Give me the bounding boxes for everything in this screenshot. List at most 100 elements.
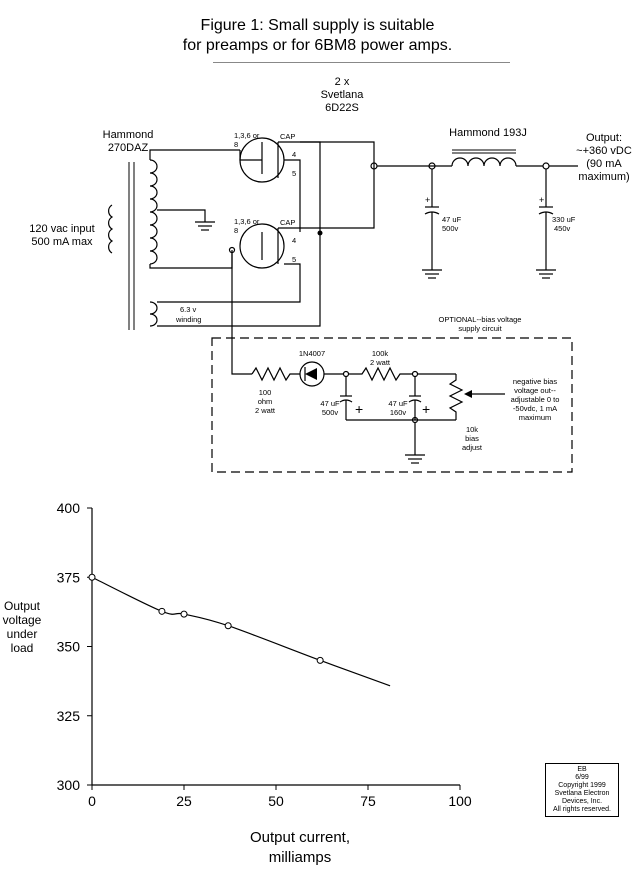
- bias-title-2: supply circuit: [458, 324, 502, 333]
- tube-2-pin5: 5: [292, 255, 296, 264]
- bias-circuit-box: [211, 337, 573, 473]
- x-tick-label: 100: [448, 793, 472, 809]
- wire-bplus-top: [300, 141, 375, 166]
- copyright-line-5: Devices, Inc.: [561, 798, 603, 805]
- copyright-line-1: EB: [577, 766, 587, 773]
- tube-1-cap-label: CAP: [280, 132, 295, 141]
- output-label-3: (90 mA: [586, 158, 622, 170]
- tube-1-pin5: 5: [292, 169, 296, 178]
- input-label-1: 120 vac input: [29, 223, 94, 235]
- diode-label: 1N4007: [299, 349, 325, 358]
- wire-secondary-bottom: [149, 250, 233, 269]
- tube-2-pin4: 4: [292, 236, 296, 245]
- diode-symbol: [305, 368, 317, 380]
- y-tick-label: 375: [57, 569, 81, 585]
- r2-label-1: 100k: [372, 349, 389, 358]
- pot-label-1: 10k: [466, 425, 478, 434]
- data-point: [180, 610, 188, 618]
- copyright-line-4: Svetlana Electron: [554, 790, 610, 797]
- x-tick-label: 50: [268, 793, 284, 809]
- transformer-model: 270DAZ: [108, 142, 149, 154]
- cap4-plus: +: [422, 401, 430, 417]
- output-label-2: ~+360 vDC: [576, 145, 632, 157]
- choke-label: Hammond 193J: [449, 127, 527, 139]
- x-axis-label-1: Output current,: [250, 829, 350, 846]
- wire-center-tap: [157, 209, 206, 222]
- cap2-plus: +: [539, 195, 544, 205]
- cap2-value: 330 uF: [552, 215, 576, 224]
- r1-label-3: 2 watt: [255, 406, 276, 415]
- r1-label-2: ohm: [258, 397, 273, 406]
- cap1-plus: +: [425, 195, 430, 205]
- tube-1-pin-label-2: 8: [234, 140, 238, 149]
- tube-2-pin-label-2: 8: [234, 226, 238, 235]
- y-tick-label: 300: [57, 777, 81, 793]
- wire-secondary-top: [149, 149, 240, 160]
- tube-2-cap-label: CAP: [280, 218, 295, 227]
- tube-2-pin-label-1: 1,3,6 or: [234, 217, 260, 226]
- r1-label-1: 100: [259, 388, 272, 397]
- tube-2: [239, 223, 285, 269]
- title-line-1: Figure 1: Small supply is suitable: [200, 17, 435, 34]
- choke-coil: [451, 157, 517, 167]
- title-underline: [213, 62, 510, 63]
- wire-bplus-bottom: [320, 166, 375, 229]
- copyright-box: EB 6/99 Copyright 1999 Svetlana Electron…: [545, 763, 619, 817]
- bias-out-5: maximum: [519, 413, 552, 422]
- cap2-voltage: 450v: [554, 224, 571, 233]
- bias-out-2: voltage out--: [514, 386, 556, 395]
- tube-count: 2 x: [335, 76, 350, 88]
- cap1-value: 47 uF: [442, 215, 462, 224]
- figure-title: Figure 1: Small supply is suitable for p…: [0, 16, 635, 56]
- x-tick-label: 25: [176, 793, 192, 809]
- copyright-line-3: Copyright 1999: [558, 782, 606, 789]
- bias-node-2: [411, 370, 419, 378]
- data-point: [224, 622, 232, 630]
- junction-cap: [317, 230, 323, 236]
- chart-axes: [91, 508, 460, 786]
- tube-1-pin4: 4: [292, 150, 296, 159]
- y-axis-label-line: load: [11, 641, 34, 655]
- x-tick-label: 0: [88, 793, 96, 809]
- wire-heater-top: [157, 263, 301, 303]
- copyright-line-6: All rights reserved.: [553, 806, 611, 813]
- wire-tube1-heater: [284, 159, 301, 232]
- data-point: [158, 607, 166, 615]
- y-axis-label-line: voltage: [3, 613, 42, 627]
- wire-bias-tap: [231, 252, 252, 375]
- y-tick-label: 350: [57, 639, 81, 655]
- tube-1-pin-label-1: 1,3,6 or: [234, 131, 260, 140]
- heater-label-2: winding: [175, 315, 201, 324]
- output-label-1: Output:: [586, 132, 622, 144]
- tube-model: 6D22S: [325, 102, 359, 114]
- data-point: [316, 656, 324, 664]
- y-tick-label: 325: [57, 708, 81, 724]
- bias-ground-node: [411, 416, 419, 424]
- copyright-line-2: 6/99: [575, 774, 589, 781]
- cap4-value: 47 uF: [388, 399, 408, 408]
- title-line-2: for preamps or for 6BM8 power amps.: [182, 37, 453, 54]
- power-supply-schematic: Hammond 270DAZ 120 vac input 500 mA max …: [29, 76, 632, 473]
- y-axis-label-line: Output: [4, 599, 41, 613]
- resistor-100k: [349, 366, 412, 382]
- y-axis-label-line: under: [7, 627, 38, 641]
- wire-tube1-cathode: [239, 150, 262, 161]
- tube-brand: Svetlana: [321, 89, 365, 101]
- secondary-winding: [149, 159, 158, 265]
- cap1-voltage: 500v: [442, 224, 459, 233]
- bias-title-1: OPTIONAL--bias voltage: [439, 315, 522, 324]
- cap3-value: 47 uF: [320, 399, 340, 408]
- pot-label-2: bias: [465, 434, 479, 443]
- bias-node-1: [342, 370, 350, 378]
- heater-label-1: 6.3 v: [180, 305, 197, 314]
- bias-out-4: -50vdc, 1 mA: [513, 404, 557, 413]
- x-axis-label-2: milliamps: [269, 849, 332, 866]
- primary-winding: [108, 204, 114, 254]
- wire-heater-bottom: [157, 233, 321, 327]
- bias-out-3: adjustable 0 to: [511, 395, 560, 404]
- chart-markers: [88, 573, 324, 664]
- bias-out-1: negative bias: [513, 377, 557, 386]
- cap3-voltage: 500v: [322, 408, 339, 417]
- resistor-100-ohm: [251, 366, 300, 382]
- transformer-name: Hammond: [103, 129, 154, 141]
